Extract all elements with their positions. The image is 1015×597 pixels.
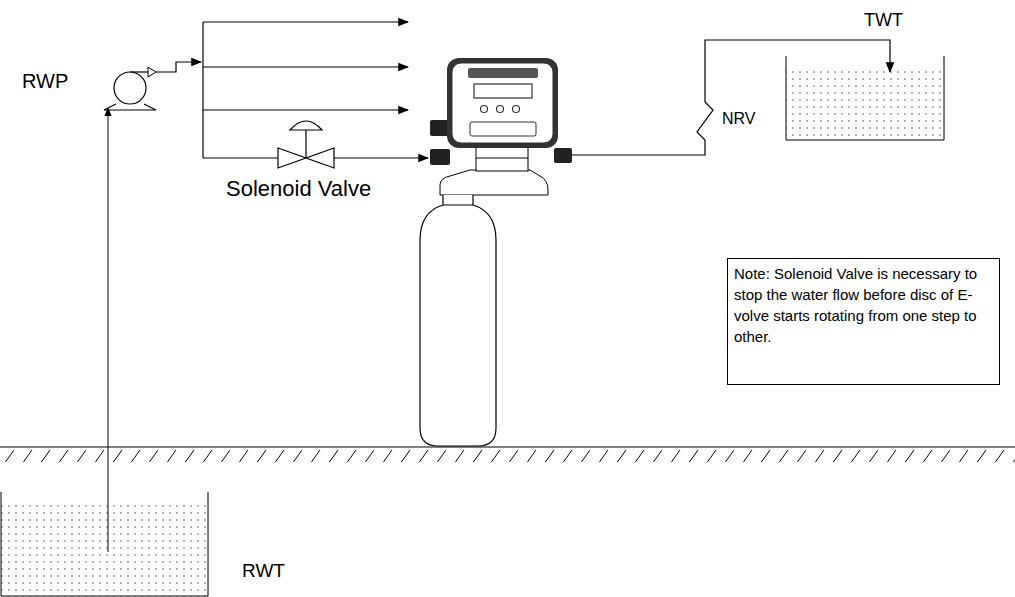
pump-label: RWP bbox=[22, 70, 68, 93]
ground bbox=[0, 447, 1015, 462]
raw-water-tank bbox=[0, 492, 208, 597]
pump-symbol bbox=[104, 62, 201, 110]
valve-tag: NRV bbox=[722, 110, 756, 128]
distribution-manifold bbox=[203, 22, 428, 158]
suction-pipe bbox=[108, 108, 109, 552]
solenoid-valve-symbol bbox=[278, 121, 334, 168]
tank-label: TWT bbox=[864, 10, 903, 31]
treated-water-tank bbox=[786, 56, 944, 140]
tank-label: RWT bbox=[242, 560, 285, 582]
valve-label: Solenoid Valve bbox=[226, 176, 371, 201]
softener-unit bbox=[420, 58, 572, 446]
note-box: Note: Solenoid Valve is necessary to sto… bbox=[727, 258, 1000, 385]
note-text: Note: Solenoid Valve is necessary to sto… bbox=[734, 263, 993, 347]
